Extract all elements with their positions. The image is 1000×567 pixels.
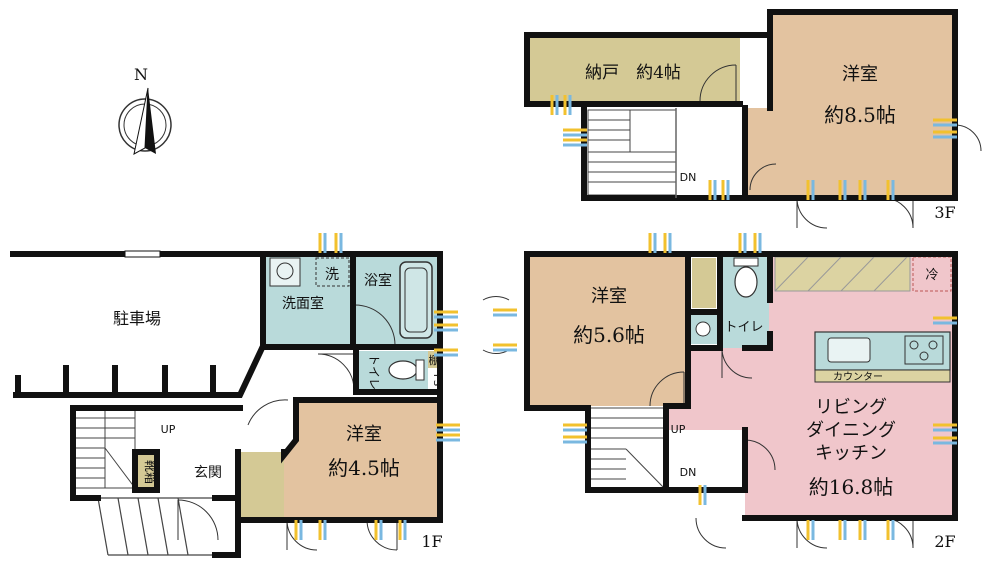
room-2f-name: 洋室 (591, 286, 627, 307)
toilet-2f-tank (733, 257, 759, 267)
bath-label: 浴室 (364, 272, 392, 289)
toilet-2f-basin-icon (695, 321, 711, 337)
shoe-box-label: 靴箱 (143, 460, 158, 484)
compass-ring-icon (118, 98, 172, 152)
ldk-size: 約16.8帖 (809, 475, 894, 499)
toilet-2f-icon (734, 266, 758, 298)
stairs-2f (587, 407, 667, 491)
kitchen-cabinet-diagonals (774, 256, 908, 292)
room-1f-size: 約4.5帖 (328, 456, 400, 480)
shoe-box-area (135, 452, 157, 490)
bathtub-inner (404, 267, 428, 333)
stairs-3f-dn-label: DN (680, 171, 697, 184)
kitchen-cabinet-area (774, 256, 911, 292)
toilet-2f-label: トイレ (724, 320, 763, 335)
stairs-2f-dn-label: DN (680, 466, 697, 479)
closet-2f-area (692, 258, 716, 308)
entrance-steps (97, 497, 215, 556)
room-1f-name: 洋室 (346, 424, 382, 445)
floor-1f: 駐車場 洗面室 洗 浴室 トイレ 棚 PS 靴箱 玄関 UP 洋室 約4.5帖 … (10, 250, 443, 558)
ps-label: PS (431, 374, 442, 386)
stairs-1f-up-label: UP (161, 423, 176, 436)
fridge-label: 冷 (925, 268, 938, 283)
doors-3f (699, 64, 982, 229)
stairs-1f (74, 407, 136, 489)
bathtub-icon (399, 261, 433, 339)
room-3f-area (745, 15, 955, 198)
floor-2f: 洋室 約5.6帖 トイレ 冷 カウンター リビング ダイニング キッチン 約16… (482, 251, 958, 551)
floor-1f-label: 1F (421, 532, 442, 551)
walls-2f (524, 251, 958, 521)
counter-label: カウンター (833, 371, 883, 383)
floor-3f-label: 3F (934, 203, 955, 222)
room-3f-name: 洋室 (842, 64, 878, 85)
kitchen-sink-icon (827, 337, 871, 363)
toilet-1f-icon (388, 360, 418, 380)
cooktop-icon (904, 335, 944, 365)
compass-north-label: N (134, 65, 148, 84)
storage-3f-label: 納戸 約4帖 (585, 63, 681, 83)
walls-3f (524, 9, 958, 201)
walls-1f (10, 251, 443, 558)
washroom-label: 洗面室 (282, 295, 324, 312)
window-1f-parking (124, 250, 161, 258)
room-3f-size: 約8.5帖 (824, 103, 896, 127)
parking-label: 駐車場 (113, 309, 161, 328)
compass: N (118, 65, 172, 155)
room-1f-area (284, 400, 440, 520)
fridge-space (912, 256, 952, 292)
window-markers (294, 95, 957, 540)
shelf-1f-label: 棚 (429, 353, 440, 367)
washer-label: 洗 (325, 267, 339, 283)
floor-3f: 納戸 約4帖 洋室 約8.5帖 DN 3F (524, 9, 982, 229)
storage-3f-area (530, 38, 740, 101)
washer-space (315, 257, 350, 287)
counter-bar (814, 369, 951, 383)
toilet-1f-tank (415, 359, 425, 381)
wash-basin-bowl (276, 262, 294, 280)
room-2f-size: 約5.6帖 (573, 323, 645, 347)
ldk-line-3: キッチン (815, 443, 887, 464)
wash-basin-icon (269, 257, 301, 287)
compass-needle-light (133, 87, 149, 155)
toilet-1f-label: トイレ (367, 354, 381, 390)
stairs-2f-up-label: UP (671, 423, 686, 436)
ldk-line-1: リビング (815, 397, 887, 418)
closet-1f-area (238, 452, 284, 520)
stairs-3f (587, 109, 677, 196)
entrance-label: 玄関 (194, 464, 222, 481)
ldk-line-2: ダイニング (806, 420, 896, 441)
floor-2f-label: 2F (934, 532, 955, 551)
